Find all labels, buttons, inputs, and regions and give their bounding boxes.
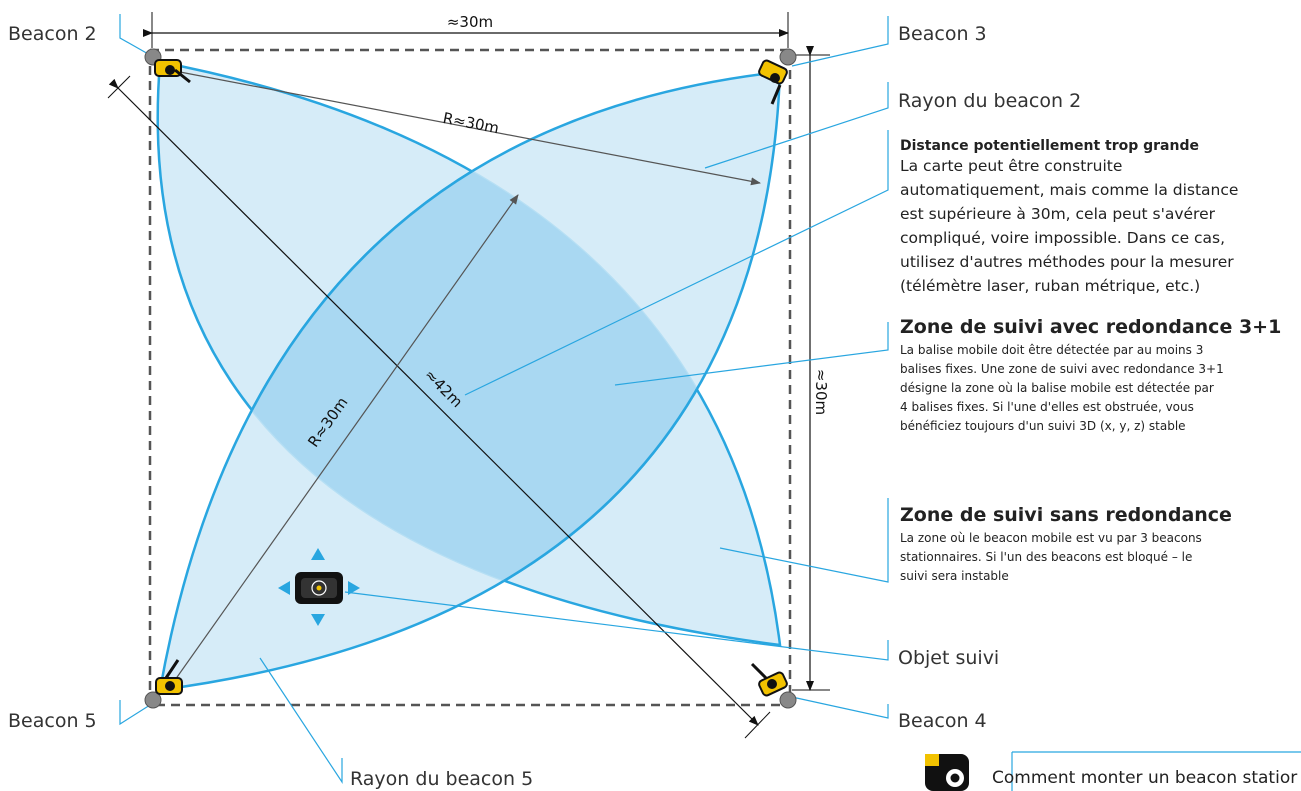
no-redundancy-note-title: Zone de suivi sans redondance xyxy=(900,504,1232,526)
distance-note: Distance potentiellement trop grande La … xyxy=(900,138,1295,298)
area-boundary xyxy=(148,48,792,707)
distance-note-title: Distance potentiellement trop grande xyxy=(900,138,1199,154)
tracked-object-icon xyxy=(278,548,360,626)
redundancy-note-title: Zone de suivi avec redondance 3+1 xyxy=(900,316,1282,338)
radius-beacon2-label: R≈30m xyxy=(441,109,500,137)
beacon-2-marker xyxy=(144,48,191,84)
no-redundancy-note-body: La zone où le beacon mobile est vu par 3… xyxy=(900,531,1202,583)
beacon5-label: Beacon 5 xyxy=(8,710,97,732)
radius-beacon2-arrow xyxy=(179,71,761,186)
width-label: ≈30m xyxy=(447,13,493,31)
mount-beacon-link-text[interactable]: Comment monter un beacon statior xyxy=(992,768,1297,788)
beacon-5-marker xyxy=(144,659,183,709)
distance-note-body: La carte peut être construite automatiqu… xyxy=(900,157,1239,295)
radius-beacon5-arrow xyxy=(174,194,519,681)
diagonal-dimension xyxy=(108,78,759,726)
beacon-3-marker xyxy=(758,48,797,105)
beacon3-label: Beacon 3 xyxy=(898,23,987,45)
beacon2-label: Beacon 2 xyxy=(8,23,97,45)
height-label: ≈30m xyxy=(812,369,830,415)
redundancy-note-body: La balise mobile doit être détectée par … xyxy=(900,343,1224,433)
objet-suivi-label: Objet suivi xyxy=(898,647,999,669)
leader-lines xyxy=(119,14,889,784)
beacon4-label: Beacon 4 xyxy=(898,710,987,732)
beacon-4-marker xyxy=(750,662,797,709)
no-redundancy-note: Zone de suivi sans redondance La zone où… xyxy=(900,504,1295,586)
rayon-beacon5-label: Rayon du beacon 5 xyxy=(350,768,533,790)
rayon-beacon2-label: Rayon du beacon 2 xyxy=(898,90,1081,112)
mount-beacon-link[interactable]: Comment monter un beacon statior xyxy=(925,751,1301,791)
redundancy-note: Zone de suivi avec redondance 3+1 La bal… xyxy=(900,316,1295,436)
dimension-lines xyxy=(107,12,830,739)
